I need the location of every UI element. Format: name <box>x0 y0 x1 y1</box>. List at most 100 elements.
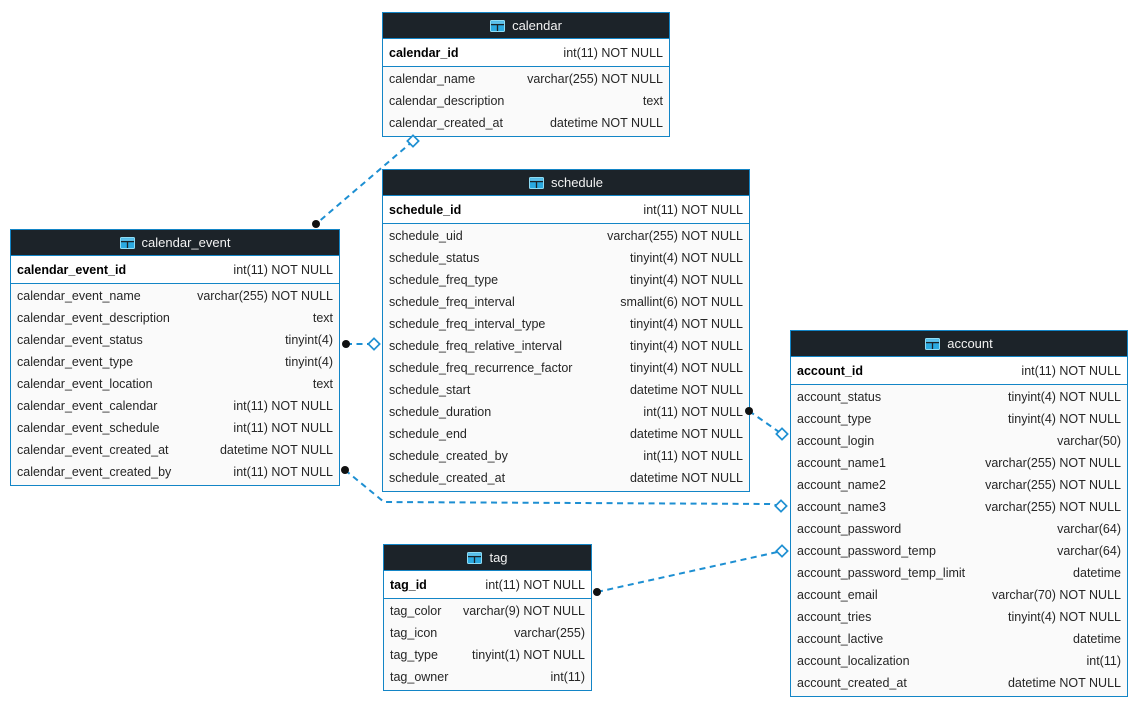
column-name: account_created_at <box>797 676 907 690</box>
column-type: text <box>312 311 333 325</box>
column-type: int(11) NOT NULL <box>233 262 333 277</box>
column-name: schedule_uid <box>389 229 463 243</box>
table-row: account_name2 varchar(255) NOT NULL <box>791 474 1127 496</box>
column-name: account_name3 <box>797 500 886 514</box>
cardinality-diamond-icon <box>367 337 381 351</box>
column-name: account_tries <box>797 610 872 624</box>
column-type: varchar(255) NOT NULL <box>985 456 1121 470</box>
column-name: schedule_end <box>389 427 467 441</box>
table-header-schedule[interactable]: schedule <box>383 170 749 196</box>
column-type: varchar(64) <box>1057 544 1121 558</box>
column-type: datetime NOT NULL <box>219 443 333 457</box>
column-name: schedule_id <box>389 202 462 217</box>
column-name: calendar_event_name <box>17 289 141 303</box>
table-row: calendar_name varchar(255) NOT NULL <box>383 68 669 90</box>
table-row: account_password_temp varchar(64) <box>791 540 1127 562</box>
table-row: account_localization int(11) <box>791 650 1127 672</box>
column-name: tag_color <box>390 604 442 618</box>
column-name: calendar_description <box>389 94 505 108</box>
table-icon <box>119 236 135 249</box>
table-title: tag <box>489 550 508 565</box>
table-row: schedule_uid varchar(255) NOT NULL <box>383 225 749 247</box>
table-row: tag_color varchar(9) NOT NULL <box>384 600 591 622</box>
column-name: account_name2 <box>797 478 886 492</box>
column-name: account_lactive <box>797 632 884 646</box>
column-type: int(11) NOT NULL <box>1021 363 1121 378</box>
column-name: tag_id <box>390 577 427 592</box>
table-title: account <box>947 336 993 351</box>
column-name: schedule_created_by <box>389 449 508 463</box>
column-type: varchar(255) NOT NULL <box>527 72 663 86</box>
column-name: calendar_event_location <box>17 377 153 391</box>
table-icon <box>925 337 941 350</box>
column-name: schedule_freq_relative_interval <box>389 339 563 353</box>
column-type: tinyint(4) NOT NULL <box>630 339 743 353</box>
column-name: calendar_name <box>389 72 476 86</box>
column-type: datetime NOT NULL <box>549 116 663 130</box>
column-type: varchar(9) NOT NULL <box>462 604 585 618</box>
column-type: varchar(255) <box>514 626 585 640</box>
column-name: calendar_event_created_by <box>17 465 172 479</box>
column-name: schedule_freq_interval_type <box>389 317 546 331</box>
column-name: account_type <box>797 412 872 426</box>
cardinality-diamond-icon <box>406 134 420 148</box>
table-icon <box>490 19 506 32</box>
column-type: int(11) <box>550 670 585 684</box>
column-type: tinyint(4) NOT NULL <box>630 273 743 287</box>
column-name: calendar_event_calendar <box>17 399 158 413</box>
cardinality-dot-icon <box>312 220 320 228</box>
column-type: varchar(255) NOT NULL <box>607 229 743 243</box>
column-name: account_status <box>797 390 882 404</box>
cardinality-dot-icon <box>593 588 601 596</box>
column-name: schedule_start <box>389 383 471 397</box>
column-name: calendar_event_description <box>17 311 170 325</box>
table-row: schedule_freq_relative_interval tinyint(4… <box>383 335 749 357</box>
column-name: tag_type <box>390 648 438 662</box>
column-type: tinyint(4) NOT NULL <box>1008 610 1121 624</box>
column-name: calendar_event_created_at <box>17 443 169 457</box>
table-title: calendar_event <box>141 235 231 250</box>
column-type: datetime <box>1073 566 1121 580</box>
table-header-account[interactable]: account <box>791 331 1127 357</box>
table-header-calendar_event[interactable]: calendar_event <box>11 230 339 256</box>
table-row: account_name1 varchar(255) NOT NULL <box>791 452 1127 474</box>
table-icon <box>528 176 544 189</box>
column-type: tinyint(4) NOT NULL <box>630 317 743 331</box>
column-type: tinyint(4) NOT NULL <box>630 251 743 265</box>
table-header-calendar[interactable]: calendar <box>383 13 669 39</box>
column-name: schedule_duration <box>389 405 492 419</box>
table-header-tag[interactable]: tag <box>384 545 591 571</box>
column-name: calendar_event_schedule <box>17 421 160 435</box>
column-type: int(11) <box>1086 654 1121 668</box>
column-name: account_name1 <box>797 456 886 470</box>
relationship-schedule-account <box>748 410 783 435</box>
column-name: account_localization <box>797 654 910 668</box>
column-name: account_password_temp <box>797 544 936 558</box>
column-type: varchar(255) NOT NULL <box>985 478 1121 492</box>
